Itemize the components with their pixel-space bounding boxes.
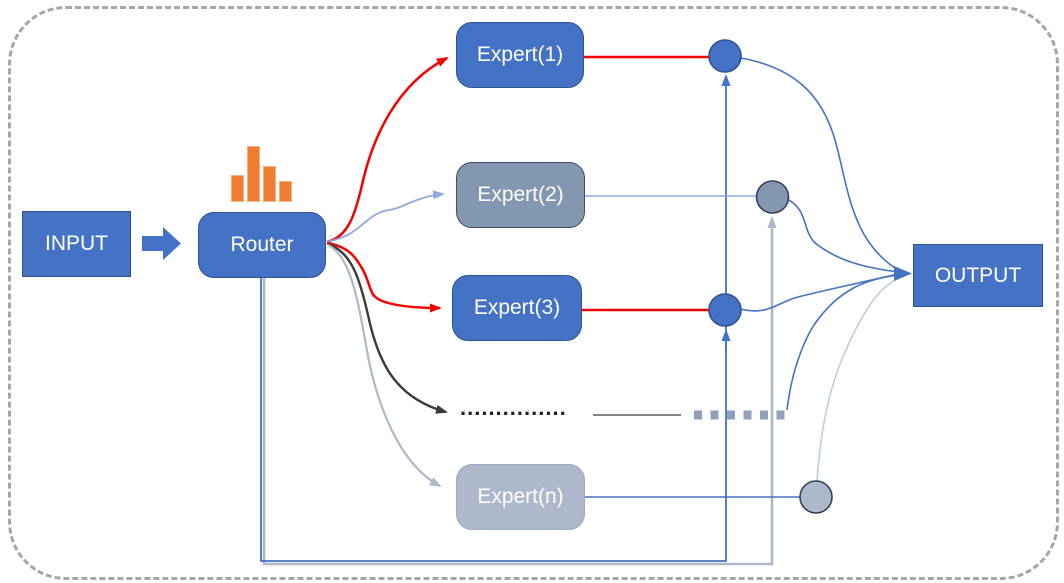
- router-to-expert1-link: [326, 56, 449, 244]
- output-arrowhead: [894, 266, 912, 281]
- router-node: Router: [198, 212, 326, 278]
- bar-chart-bar: [231, 175, 244, 202]
- ellipsis-dots: ...............: [460, 395, 567, 420]
- bar-chart-bar: [263, 166, 276, 202]
- output-node: OUTPUT: [913, 244, 1043, 307]
- router-label: Router: [230, 233, 294, 256]
- expert3-node: Expert(3): [452, 275, 582, 341]
- input-to-router-arrow: [142, 227, 181, 260]
- expertn-to-output-curve: [816, 276, 901, 482]
- router-to-expert2-link: [326, 190, 445, 243]
- expert3-label: Expert(3): [473, 296, 561, 319]
- dashed-border: [8, 6, 1059, 580]
- expert1-node: Expert(1): [456, 22, 584, 88]
- expertn-node: Expert(n): [456, 464, 585, 530]
- bar-chart-bar: [247, 146, 260, 202]
- gate-circle-expert3: [708, 293, 742, 327]
- bar-chart-bar: [279, 181, 292, 202]
- gate-circle-expertn: [799, 480, 833, 514]
- output-label: OUTPUT: [934, 263, 1022, 287]
- router-to-expertn-link: [327, 243, 442, 487]
- expert2-to-output-curve: [786, 198, 899, 273]
- gate-circle-expert1: [708, 39, 742, 73]
- router-to-dots-link: [327, 242, 448, 414]
- expertn-label: Expert(n): [477, 485, 564, 508]
- router-feedback-line-gray: [262, 216, 777, 566]
- bar-chart-icon: [231, 146, 292, 202]
- dots-to-output-curve: [786, 274, 899, 411]
- router-to-expert3-link: [326, 241, 442, 313]
- input-label: INPUT: [45, 232, 108, 255]
- expert1-to-output-curve: [740, 57, 899, 271]
- expert1-label: Expert(1): [476, 43, 564, 66]
- expert2-node: Expert(2): [456, 162, 585, 228]
- expert2-label: Expert(2): [477, 183, 564, 206]
- input-node: INPUT: [22, 211, 131, 277]
- gate-circle-expert2: [755, 180, 790, 214]
